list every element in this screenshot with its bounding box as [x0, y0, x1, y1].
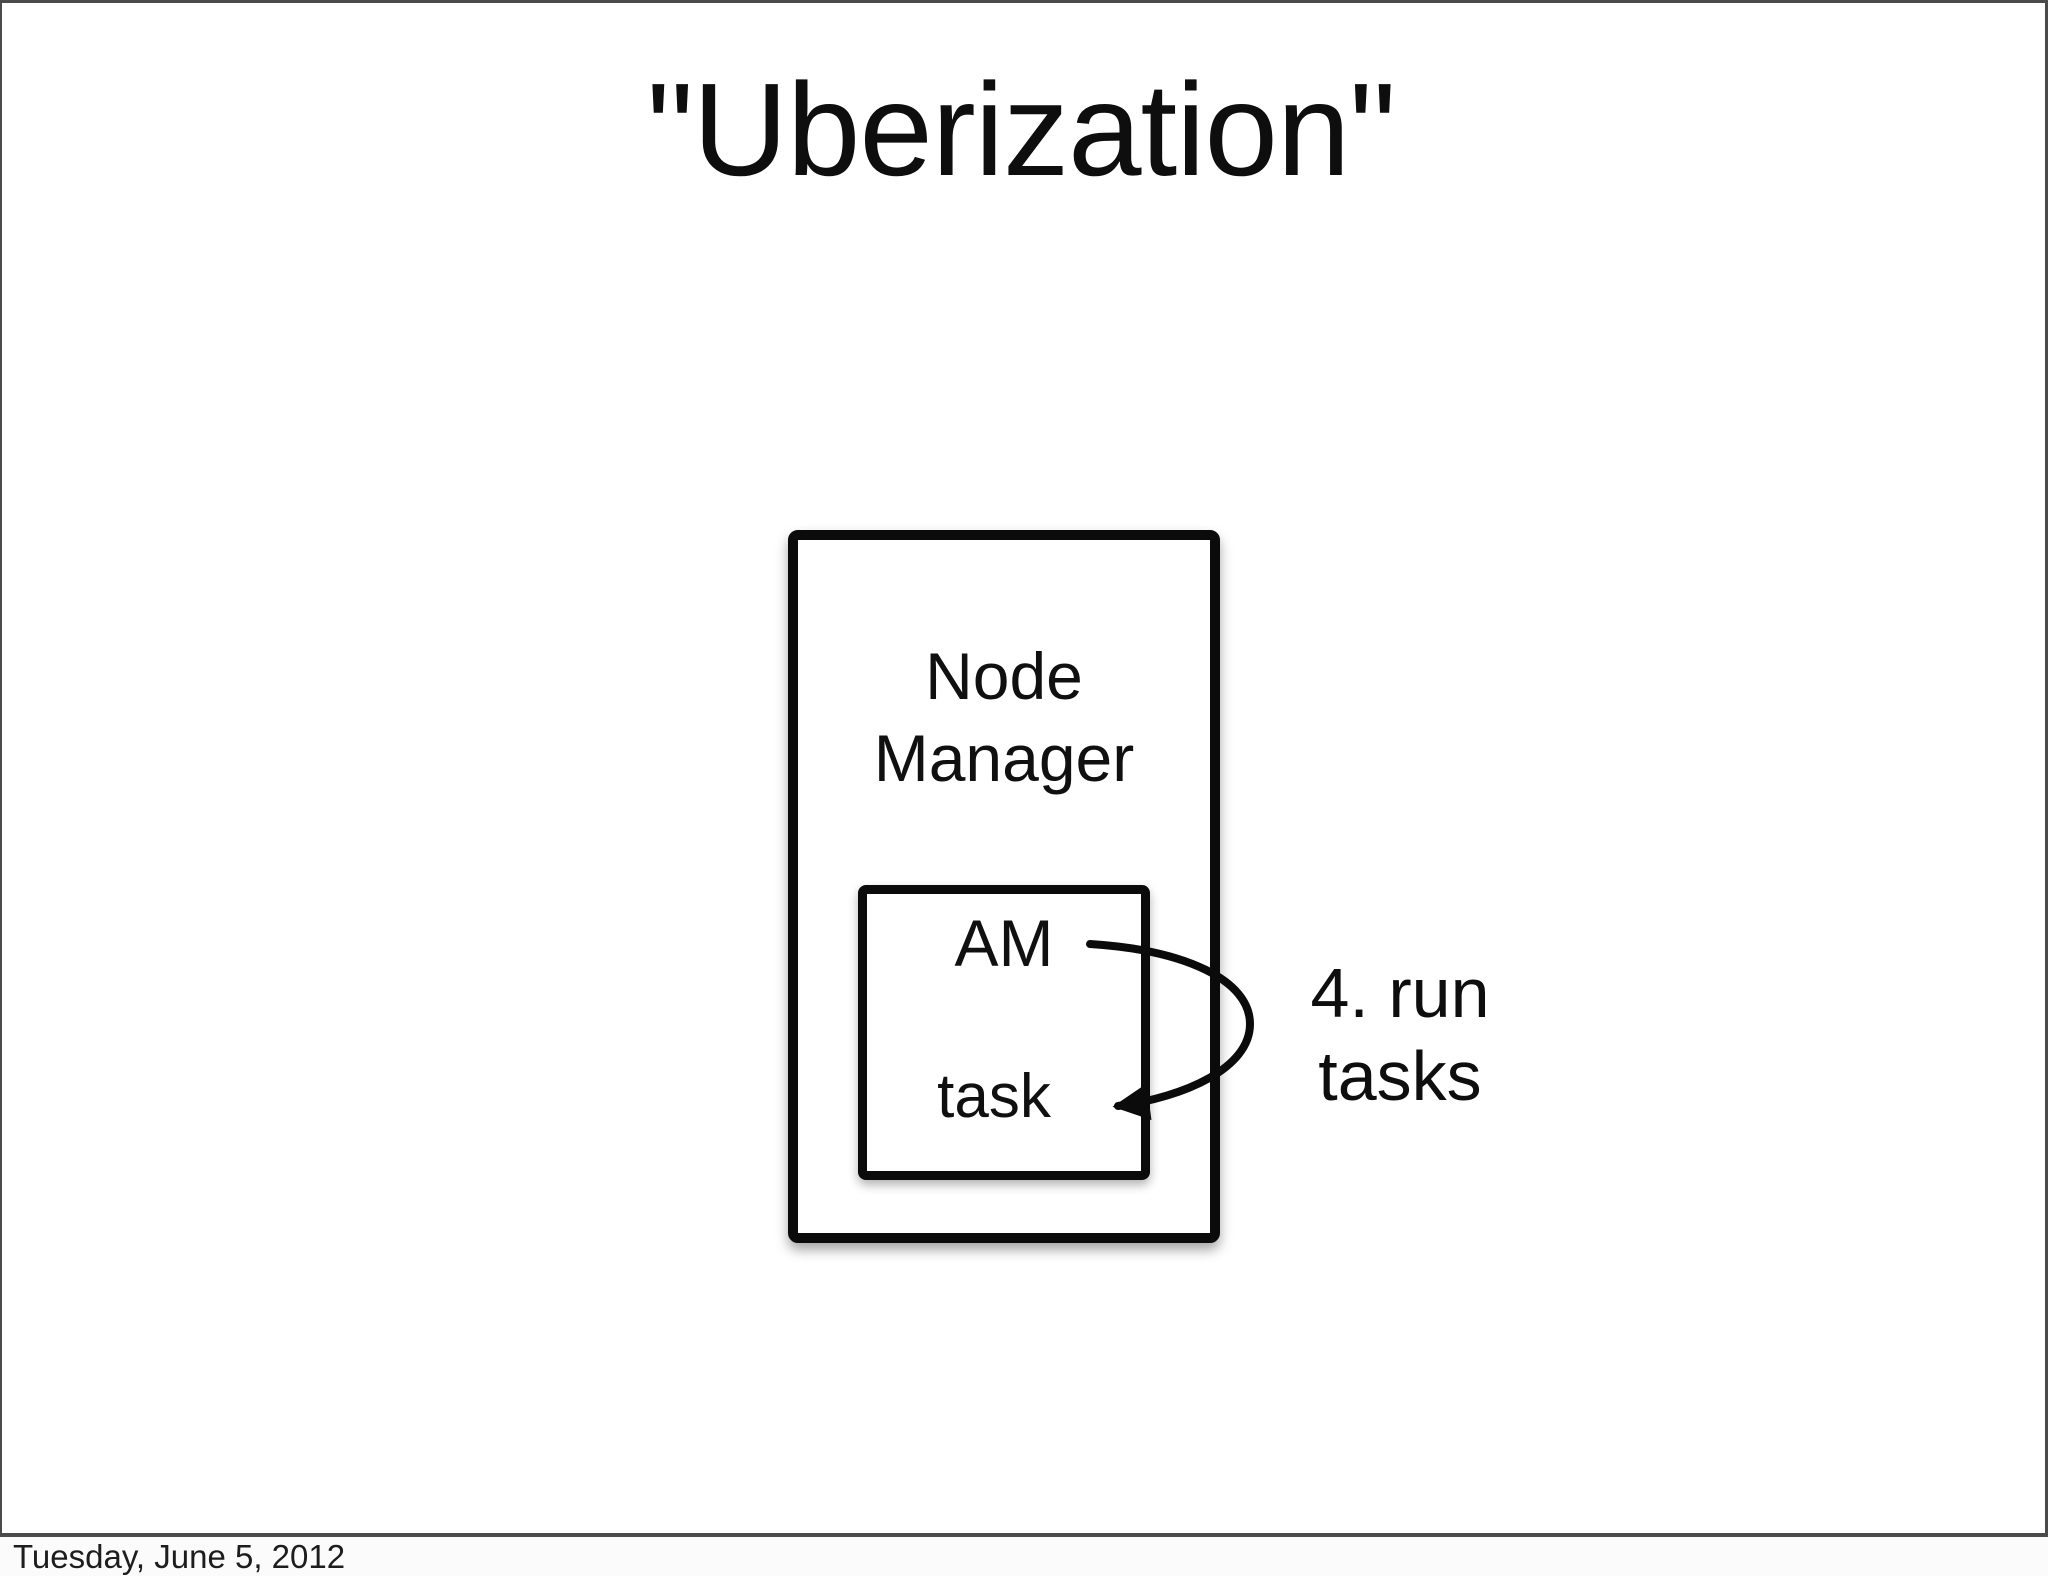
curved-run-tasks-arrow-icon: [1086, 940, 1255, 1121]
node-manager-label-line1: Node: [925, 639, 1083, 713]
node-manager-label-line2: Manager: [873, 721, 1135, 795]
am-label: AM: [954, 906, 1054, 980]
am-task-box: [858, 885, 1150, 1180]
slide-title: "Uberization": [646, 56, 1396, 203]
run-tasks-label-line1: 4. run: [1310, 954, 1490, 1032]
run-tasks-label: 4. run tasks: [1280, 952, 1520, 1118]
footer-date: Tuesday, June 5, 2012: [13, 1538, 346, 1575]
node-manager-label: Node Manager: [798, 540, 1210, 799]
task-label: task: [937, 1062, 1051, 1131]
run-tasks-label-line2: tasks: [1318, 1037, 1482, 1115]
footer-bar: Tuesday, June 5, 2012: [0, 1537, 2048, 1576]
